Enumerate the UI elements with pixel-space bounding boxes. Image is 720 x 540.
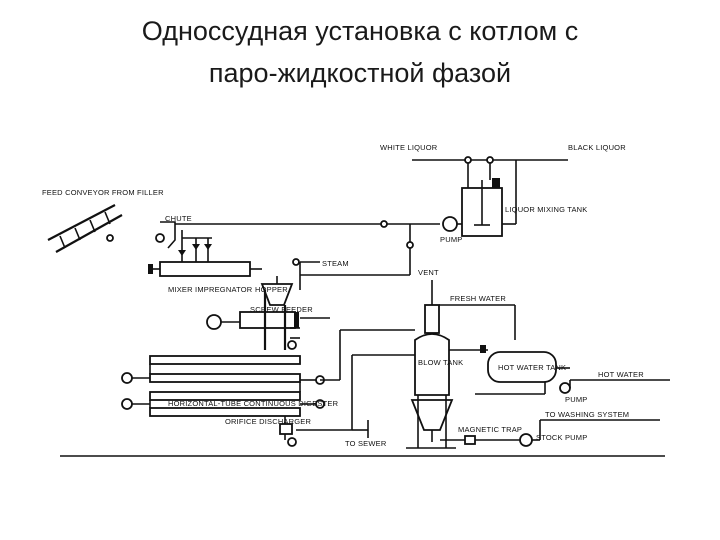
pump-right-icon <box>559 379 670 394</box>
label-stock-pump: STOCK PUMP <box>536 433 587 442</box>
label-steam: STEAM <box>322 259 349 268</box>
label-hot-water-tank: HOT WATER TANK <box>498 363 566 372</box>
diagram-labels: WHITE LIQUOR BLACK LIQUOR FEED CONVEYOR … <box>42 143 644 448</box>
screw-feeder <box>206 311 330 330</box>
label-hopper: HOPPER <box>255 285 288 294</box>
valve-icon <box>486 156 494 164</box>
label-white-liquor: WHITE LIQUOR <box>380 143 438 152</box>
liquor-feed-line <box>175 220 414 276</box>
label-feed-conveyor: FEED CONVEYOR FROM FILLER <box>42 188 164 197</box>
liquor-lines <box>412 156 568 190</box>
mixer-impregnator <box>148 261 262 277</box>
label-fresh-water: FRESH WATER <box>450 294 506 303</box>
feed-conveyor <box>47 204 123 253</box>
pump-top-icon <box>442 216 462 232</box>
slide-title: Односсудная установка с котлом с паро-жи… <box>0 10 720 94</box>
label-pump-top: PUMP <box>440 235 462 244</box>
label-orifice-discharger: ORIFICE DISCHARGER <box>225 417 311 426</box>
label-to-sewer: TO SEWER <box>345 439 387 448</box>
feed-leg <box>263 290 300 350</box>
stock-pump-icon <box>519 419 660 447</box>
chute <box>155 221 176 249</box>
magnetic-trap <box>440 435 520 445</box>
label-screw-feeder: SCREW FEEDER <box>250 305 313 314</box>
label-horizontal-digester: HORIZONTAL-TUBE CONTINUOUS DIGESTER <box>168 399 339 408</box>
hot-water-tank <box>449 345 570 395</box>
label-vent: VENT <box>418 268 439 277</box>
label-chute: CHUTE <box>165 214 192 223</box>
valve-icon <box>464 156 472 164</box>
sewer-line <box>351 354 415 438</box>
dosing-valves <box>178 230 212 262</box>
label-black-liquor: BLACK LIQUOR <box>568 143 626 152</box>
blow-tank <box>406 280 516 449</box>
title-line-1: Односсудная установка с котлом с <box>141 16 579 46</box>
liquor-mixing-tank <box>461 178 503 237</box>
label-blow-tank: BLOW TANK <box>418 358 463 367</box>
label-hot-water: HOT WATER <box>598 370 644 379</box>
label-magnetic-trap: MAGNETIC TRAP <box>458 425 522 434</box>
label-liquor-mixing-tank: LIQUOR MIXING TANK <box>505 205 588 214</box>
label-mixer-impregnator: MIXER IMPREGNATOR <box>168 285 253 294</box>
title-line-2: паро-жидкостной фазой <box>208 58 512 88</box>
motor-icon <box>121 398 133 410</box>
orifice-discharger <box>279 416 352 447</box>
horizontal-tube-digester <box>121 355 325 417</box>
steam-valve-icon <box>292 258 320 290</box>
motor-icon <box>121 372 133 384</box>
label-pump-right: PUMP <box>565 395 587 404</box>
label-to-washing-system: TO WASHING SYSTEM <box>545 410 629 419</box>
